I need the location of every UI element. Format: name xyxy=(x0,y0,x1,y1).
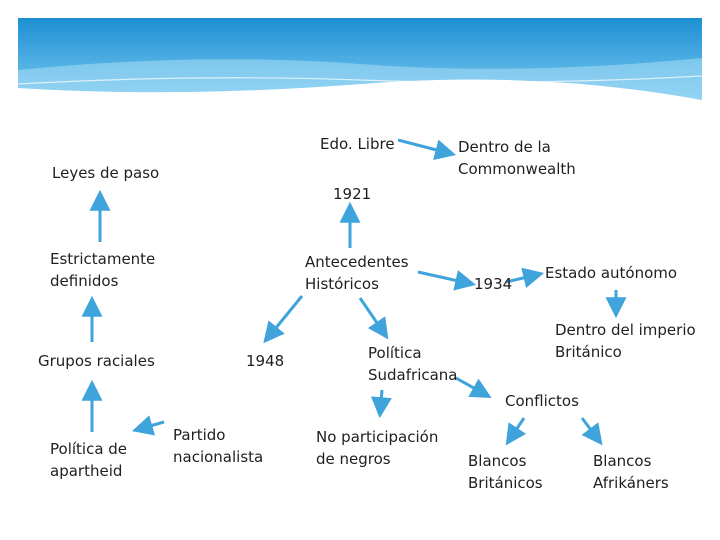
node-blancos-britanicos: Blancos Británicos xyxy=(468,452,543,492)
arrow-conflictos-to-britanicos xyxy=(505,417,527,446)
arrow-antecedentes-to-1948 xyxy=(263,295,304,344)
arrow-politica-to-conflictos xyxy=(455,376,492,399)
node-politica-apartheid: Política de apartheid xyxy=(50,440,128,480)
arrow-edo-to-commonwealth xyxy=(397,138,457,160)
node-edo-libre: Edo. Libre xyxy=(320,135,395,153)
arrow-conflictos-to-afrikaners xyxy=(580,417,603,446)
arrow-1934-to-estado xyxy=(505,267,545,289)
header-banner xyxy=(17,18,703,100)
node-year-1948: 1948 xyxy=(246,352,285,370)
node-year-1934: 1934 xyxy=(474,275,513,293)
node-conflictos: Conflictos xyxy=(505,392,579,410)
node-estrictamente-definidos: Estrictamente definidos xyxy=(50,250,156,290)
arrow-1948-to-partido xyxy=(131,415,165,436)
node-dentro-imperio: Dentro del imperio Británico xyxy=(555,321,696,361)
node-grupos-raciales: Grupos raciales xyxy=(38,352,155,370)
node-partido-nacionalista: Partido nacionalista xyxy=(173,426,264,466)
node-year-1921: 1921 xyxy=(333,185,372,203)
node-dentro-commonwealth: Dentro de la Commonwealth xyxy=(458,138,576,178)
node-estado-autonomo: Estado autónomo xyxy=(545,264,678,282)
node-no-participacion: No participación de negros xyxy=(316,428,439,468)
node-leyes-de-paso: Leyes de paso xyxy=(52,164,160,182)
node-blancos-afrikaners: Blancos Afrikáners xyxy=(593,452,669,492)
node-politica-sudafricana: Política Sudafricana xyxy=(368,344,458,384)
arrow-politica-to-noparticipacion xyxy=(370,389,392,419)
arrow-antecedentes-to-politica xyxy=(358,297,389,340)
node-antecedentes-historicos: Antecedentes Históricos xyxy=(305,253,409,293)
arrow-antecedentes-to-1934 xyxy=(417,270,477,291)
